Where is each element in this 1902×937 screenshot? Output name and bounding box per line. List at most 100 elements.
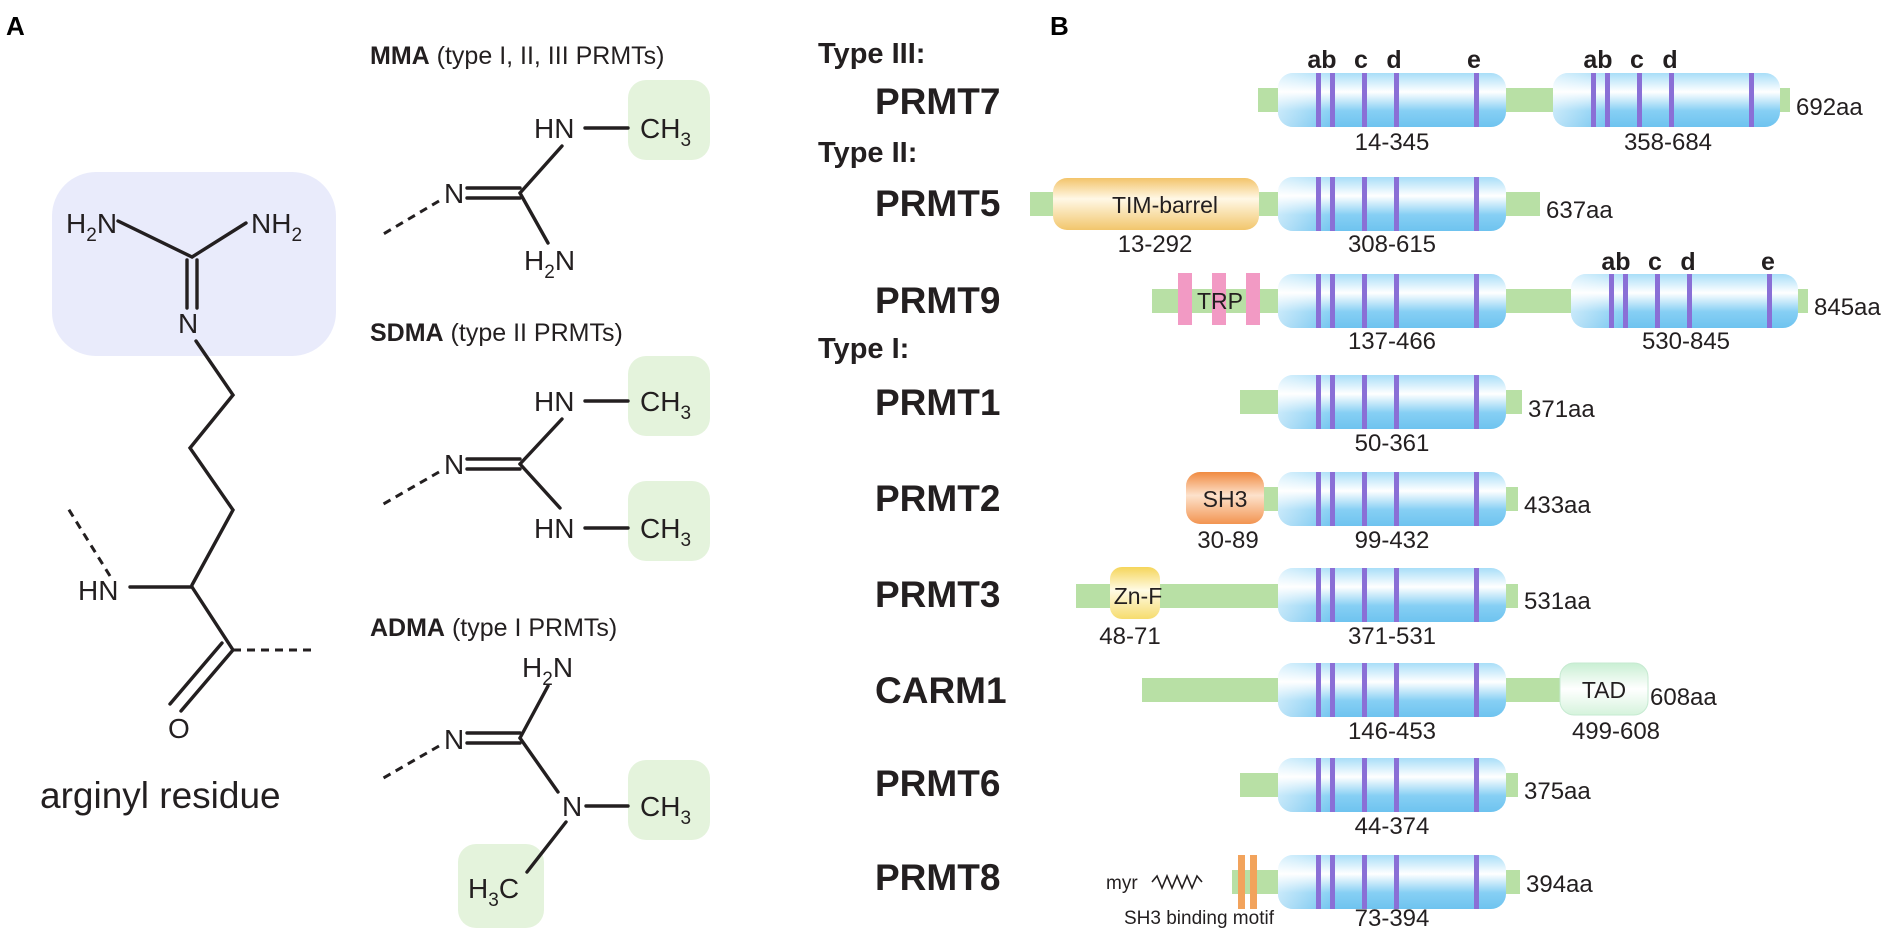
core-domain-2 [1571, 274, 1798, 328]
core-domain [1278, 855, 1506, 909]
backbone-dash [379, 470, 440, 508]
protein-length: 394aa [1526, 871, 1593, 898]
tim-barrel-label: TIM-barrel [1112, 192, 1218, 218]
core-domain [1278, 177, 1506, 231]
adma-n-center-label: N [562, 791, 582, 822]
motif-band [1655, 274, 1660, 328]
motif-band [1394, 375, 1399, 429]
motif-band [1330, 472, 1335, 526]
motif-band [1362, 663, 1367, 717]
adma-methyl-highlight-bottom [458, 844, 544, 928]
adma-methyl-highlight-right [628, 760, 710, 840]
core-domain-shine [1571, 274, 1798, 328]
adma-structure: ADMA (type I PRMTs) H2N N N CH3 H3C [370, 614, 710, 928]
motif-band [1669, 73, 1674, 127]
motif-letter-d: d [1680, 248, 1695, 276]
motif-band [1394, 568, 1399, 622]
sdma-methyl-highlight-bottom [628, 481, 710, 561]
motif-band [1330, 73, 1335, 127]
zinc-finger-label: Zn-F [1114, 583, 1163, 609]
domain-range: 530-845 [1642, 328, 1730, 355]
motif-letter-c: c [1354, 46, 1368, 74]
protein-length: 371aa [1528, 396, 1595, 423]
motif-band [1609, 274, 1614, 328]
motif-band [1474, 274, 1479, 328]
mma-n-label: N [444, 178, 464, 209]
core-domain-shine [1278, 855, 1506, 909]
motif-letter-d: d [1662, 46, 1677, 74]
protein-carm1: CARM1 TAD 146-453 499-608 608aa [875, 662, 1717, 745]
protein-length: 845aa [1814, 294, 1881, 321]
motif-letter-e: e [1467, 46, 1481, 74]
core-domain-shine [1278, 73, 1506, 127]
domain-range: 14-345 [1355, 129, 1430, 156]
motif-band [1474, 177, 1479, 231]
motif-band [1394, 177, 1399, 231]
trp-repeat [1178, 273, 1192, 325]
zinc-finger-domain [1110, 567, 1160, 619]
adma-n-left-label: N [444, 724, 464, 755]
protein-prmt3: PRMT3 Zn-F 48-71 371-531 531aa [875, 567, 1591, 650]
trp-repeat [1246, 273, 1260, 325]
tim-barrel-domain [1053, 178, 1259, 230]
core-domain [1278, 758, 1506, 812]
core-domain [1278, 663, 1506, 717]
type-iii-header: Type III: [818, 38, 925, 70]
motif-band [1330, 568, 1335, 622]
sdma-hn-bottom-label: HN [534, 513, 574, 544]
motif-band [1330, 758, 1335, 812]
domain-range: 13-292 [1118, 231, 1193, 258]
arginyl-caption: arginyl residue [40, 775, 281, 816]
sh3-binding-motif-label: SH3 binding motif [1124, 908, 1275, 929]
motif-band [1394, 73, 1399, 127]
type-ii-header: Type II: [818, 137, 917, 169]
sh3-binding-motif-bar [1250, 855, 1257, 909]
core-domain-shine [1278, 568, 1506, 622]
motif-band [1749, 73, 1754, 127]
domain-range: 358-684 [1624, 129, 1712, 156]
adma-h3c-label: H3C [468, 873, 519, 911]
motif-letter-ab: ab [1307, 46, 1336, 74]
protein-name: CARM1 [875, 670, 1007, 711]
arginyl-nh2-label: NH2 [251, 208, 302, 246]
motif-band [1316, 472, 1321, 526]
motif-band [1362, 855, 1367, 909]
motif-band [1362, 568, 1367, 622]
protein-name: PRMT3 [875, 574, 1000, 615]
motif-band [1362, 177, 1367, 231]
motif-band [1316, 73, 1321, 127]
bond [518, 736, 560, 794]
sdma-n-label: N [444, 449, 464, 480]
motif-band [1474, 472, 1479, 526]
bond [518, 684, 550, 740]
sdma-title: SDMA (type II PRMTs) [370, 319, 623, 347]
protein-length: 531aa [1524, 588, 1591, 615]
type-i-header: Type I: [818, 333, 909, 365]
protein-prmt8: PRMT8 myr SH3 binding motif 73-394 394aa [875, 855, 1593, 932]
motif-band [1316, 758, 1321, 812]
core-domain-shine [1278, 758, 1506, 812]
protein-length: 692aa [1796, 94, 1863, 121]
protein-length: 637aa [1546, 197, 1613, 224]
arginyl-o-label: O [168, 713, 190, 744]
sdma-hn-top-label: HN [534, 386, 574, 417]
domain-range: 371-531 [1348, 623, 1436, 650]
motif-band [1316, 663, 1321, 717]
motif-band [1623, 274, 1628, 328]
arginyl-imine-n-label: N [178, 308, 198, 339]
protein-name: PRMT1 [875, 382, 1000, 423]
motif-band [1394, 274, 1399, 328]
motif-letter-d: d [1386, 46, 1401, 74]
motif-band [1474, 758, 1479, 812]
sdma-ch3-bottom-label: CH3 [640, 513, 691, 551]
motif-band [1330, 177, 1335, 231]
core-domain-shine [1553, 73, 1780, 127]
core-domain-1 [1278, 274, 1506, 328]
domain-range: 44-374 [1355, 813, 1430, 840]
mma-title: MMA (type I, II, III PRMTs) [370, 42, 664, 70]
side-chain-bonds [187, 339, 236, 587]
motif-letter-c: c [1648, 248, 1662, 276]
protein-name: PRMT6 [875, 763, 1000, 804]
bond [525, 820, 568, 874]
